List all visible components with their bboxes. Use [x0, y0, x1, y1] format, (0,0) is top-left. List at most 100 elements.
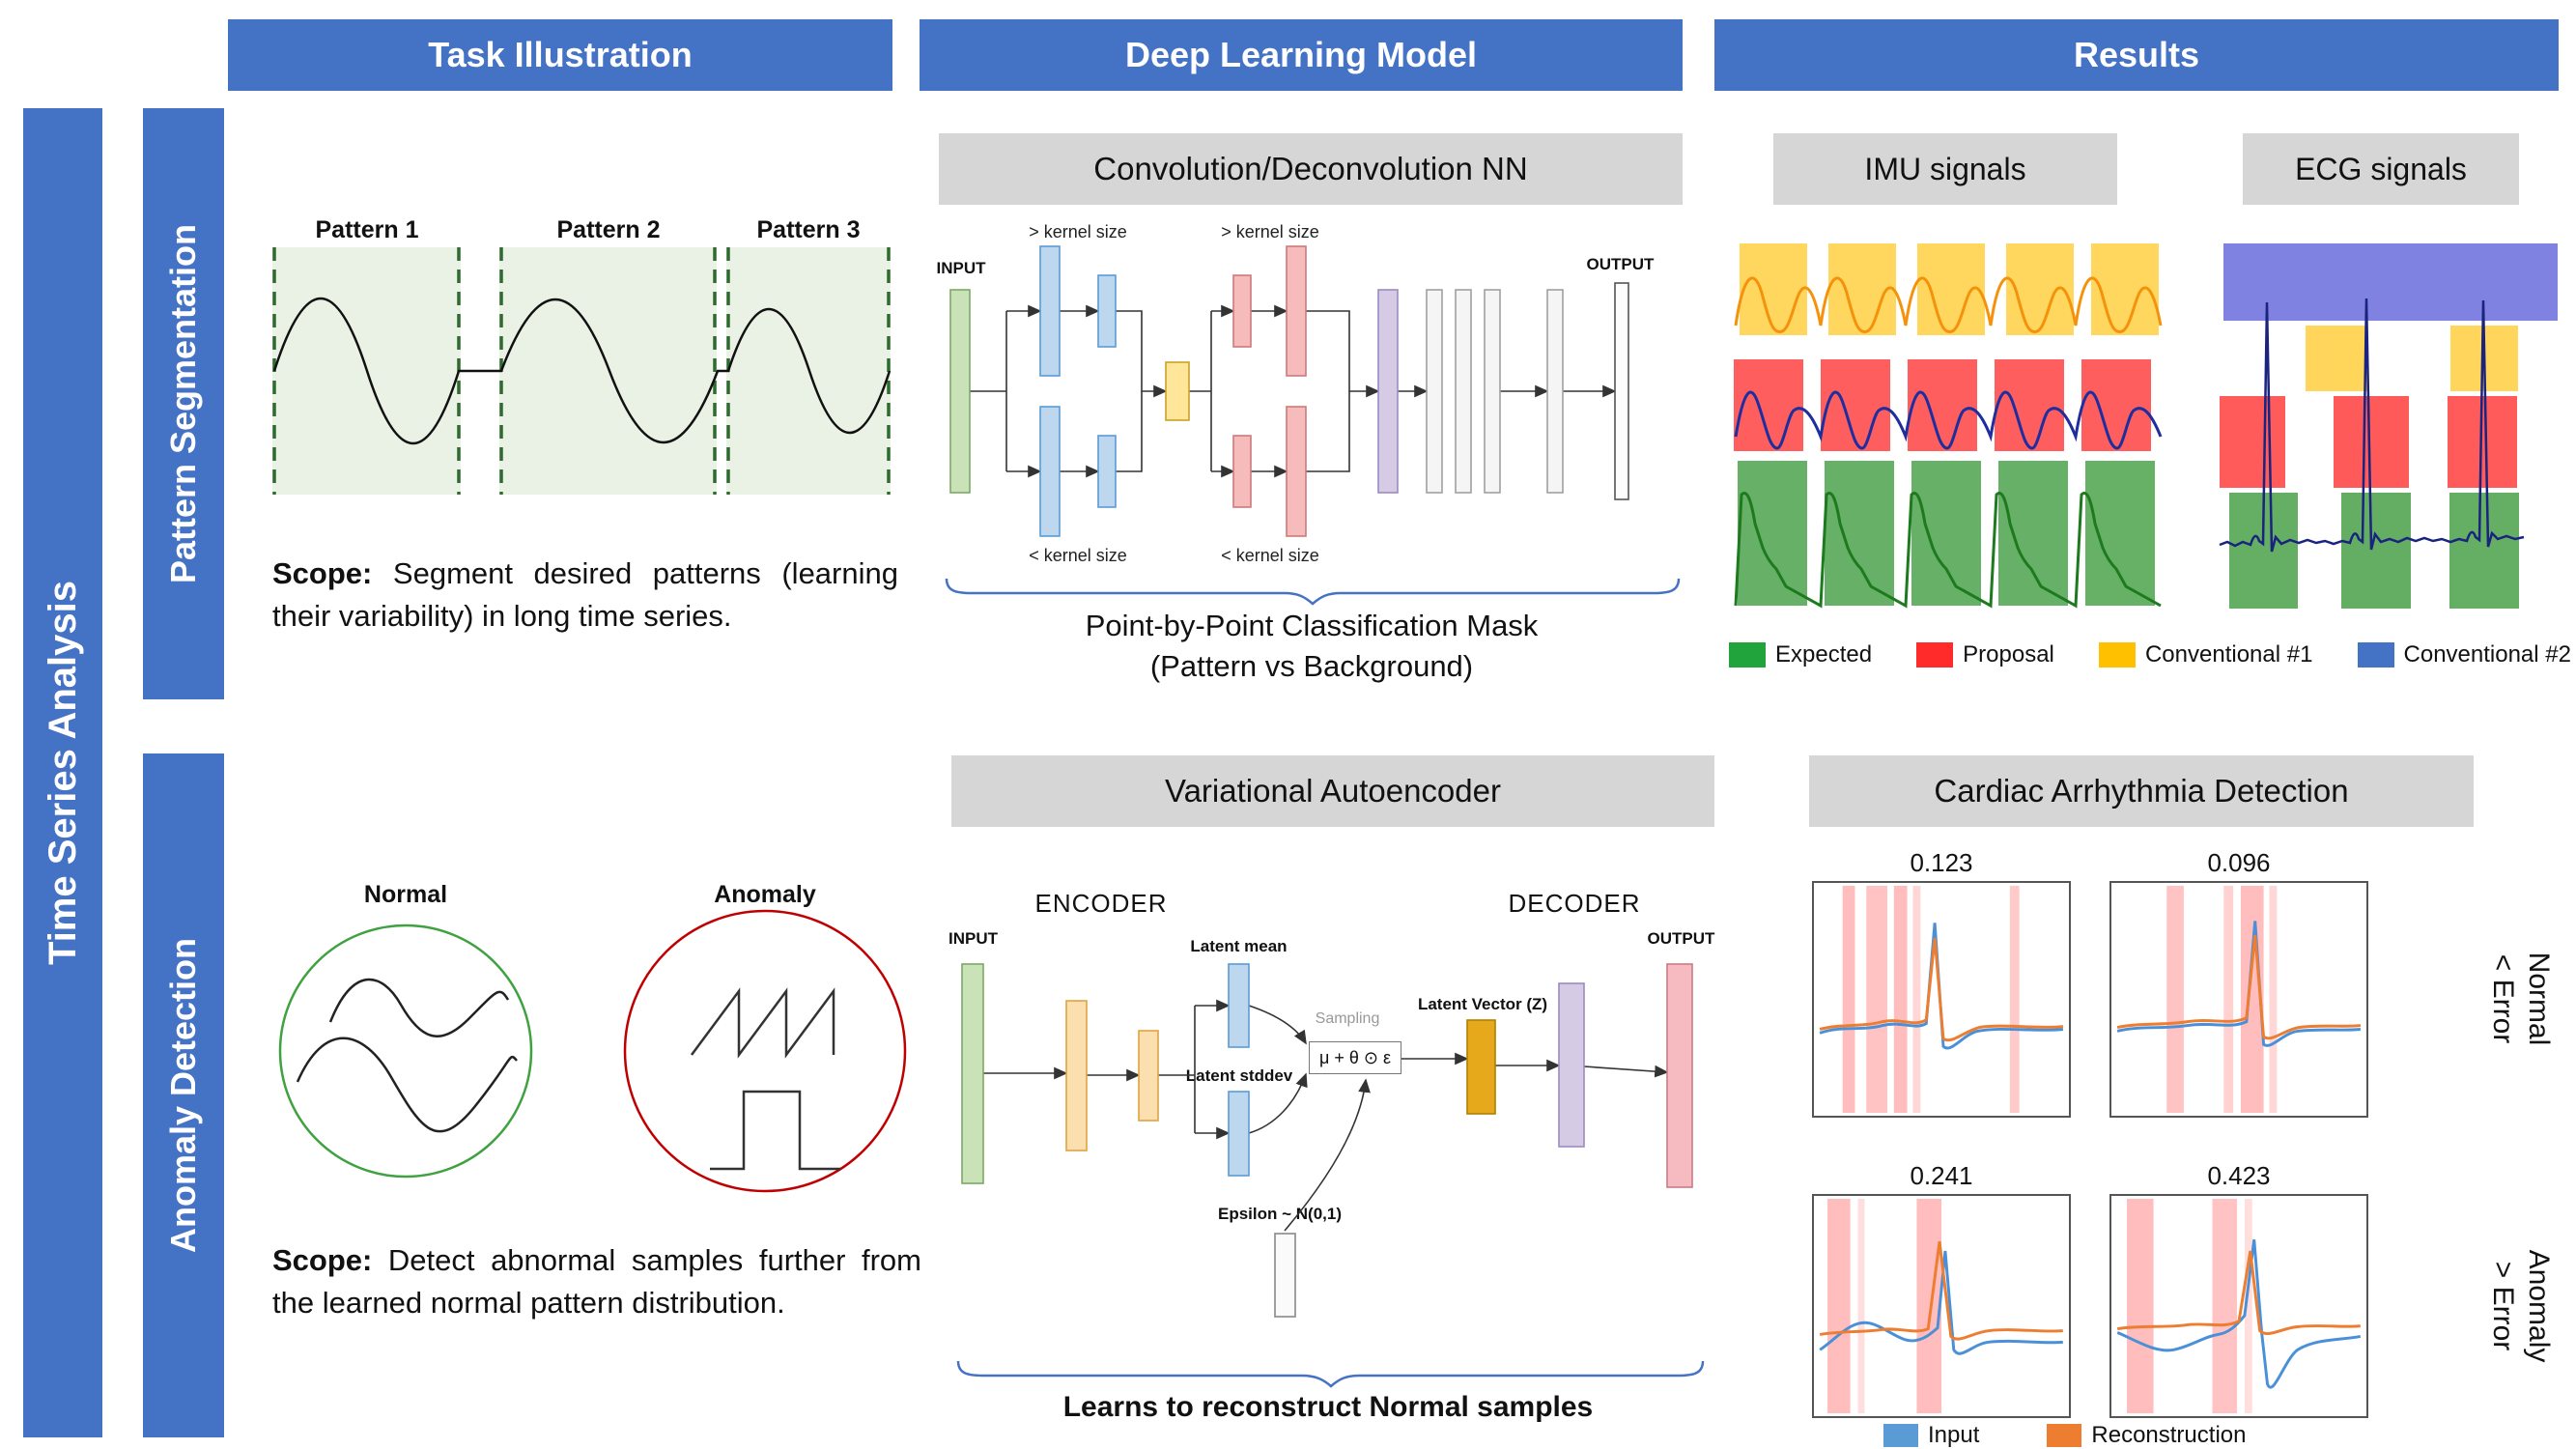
- column-header-task-illustration: Task Illustration: [228, 19, 892, 91]
- imu-signals-title: IMU signals: [1773, 133, 2117, 205]
- vae-output-label: OUTPUT: [1647, 929, 1715, 948]
- model-title-conv-deconv: Convolution/Deconvolution NN: [939, 133, 1683, 205]
- sampling-label: Sampling: [1315, 1010, 1380, 1027]
- legend-item-expected: Expected: [1729, 641, 1872, 668]
- nn-bottleneck-layer: [1165, 361, 1190, 421]
- legend-item-conventional2: Conventional #2: [2357, 641, 2571, 668]
- imu-green-signal: [1734, 492, 2162, 609]
- legend-item-reconstruction: Reconstruction: [2047, 1422, 2246, 1449]
- proposal-swatch: [1916, 642, 1954, 668]
- scope-anomaly-detection: Scope: Detect abnormal samples further f…: [272, 1239, 921, 1324]
- expected-label: Expected: [1775, 641, 1873, 668]
- imu-proposal-mask: [1734, 359, 2151, 451]
- proposal-label: Proposal: [1963, 641, 2054, 668]
- scope2-text: Detect abnormal samples further from the…: [272, 1243, 921, 1321]
- vae-latent-stddev-layer: [1228, 1091, 1250, 1177]
- anomaly-bands: [2127, 1198, 2252, 1414]
- anomaly-circle: [623, 909, 907, 1193]
- nn-caption-line2: (Pattern vs Background): [1149, 649, 1474, 683]
- conventional1-label: Conventional #1: [2144, 641, 2313, 668]
- kernel-size-lt-right: < kernel size: [1221, 546, 1319, 565]
- normal-annotation-line2: < Error: [2487, 953, 2519, 1044]
- nn-caption-brace: [945, 578, 1681, 606]
- conventional1-swatch: [2098, 642, 2136, 668]
- anomaly-sawtooth: [690, 987, 835, 1059]
- reconstruction-legend: Input Reconstruction: [1883, 1422, 2246, 1449]
- row-header-anomaly-detection: Anomaly Detection: [143, 753, 224, 1437]
- nn-input-layer: [949, 289, 971, 494]
- ecg-proposal-mask: [2220, 396, 2517, 488]
- vae-output-layer: [1666, 963, 1693, 1188]
- legend-item-conventional1: Conventional #1: [2098, 641, 2313, 668]
- normal-annotation-line1: Normal: [2523, 952, 2556, 1046]
- imu-orange-signal: [1734, 276, 2163, 333]
- reconstruction-trace: [1819, 937, 2064, 1042]
- pattern-segmentation-illustration: [272, 247, 892, 495]
- reparameterization-formula: μ + θ ⊙ ε: [1309, 1041, 1401, 1074]
- scope-pattern-segmentation: Scope: Segment desired patterns (learnin…: [272, 553, 898, 638]
- cardiac-plot-normal-1: [1812, 881, 2071, 1118]
- epsilon-label: Epsilon ~ N(0,1): [1218, 1205, 1342, 1223]
- nn-connections: [970, 304, 1617, 478]
- normal-label: Normal: [363, 881, 448, 908]
- imu-blue-signal: [1734, 390, 2163, 450]
- conventional2-swatch: [2357, 642, 2394, 668]
- anomaly-bands: [1842, 885, 2020, 1114]
- pattern1-label: Pattern 1: [315, 216, 419, 243]
- anomaly-annotation-line1: Anomaly: [2523, 1249, 2556, 1363]
- segmentation-legend: Expected Proposal Conventional #1 Conven…: [1729, 641, 2571, 668]
- pattern2-box: [499, 247, 717, 495]
- reconstruction-trace: [2116, 1250, 2361, 1336]
- conventional2-label: Conventional #2: [2403, 641, 2571, 668]
- row-header-pattern-segmentation: Pattern Segmentation: [143, 108, 224, 699]
- vae-latent-vector-layer: [1466, 1019, 1496, 1115]
- ecg-conventional1-mask: [2306, 326, 2518, 391]
- kernel-size-gt-left: > kernel size: [1029, 222, 1127, 242]
- reconstruction-swatch: [2047, 1424, 2082, 1447]
- ecg-signals-plot: [2219, 243, 2558, 609]
- nn-merge-layer: [1377, 289, 1399, 494]
- kernel-size-lt-left: < kernel size: [1029, 546, 1127, 565]
- anomaly-label: Anomaly: [714, 881, 816, 908]
- cardiac-results-title: Cardiac Arrhythmia Detection: [1809, 755, 2474, 827]
- ecg-conventional2-mask: [2223, 243, 2558, 321]
- cardiac-plot-normal-2: [2109, 881, 2368, 1118]
- anomaly-bands: [1827, 1198, 1941, 1414]
- imu-expected-mask: [1738, 461, 2155, 606]
- column-header-deep-learning-model: Deep Learning Model: [920, 19, 1683, 91]
- normal-wave-2: [296, 1037, 518, 1133]
- vae-encoder-layer1: [1065, 1000, 1088, 1151]
- pattern2-label: Pattern 2: [556, 216, 661, 243]
- legend-item-proposal: Proposal: [1916, 641, 2054, 668]
- normal-circle: [278, 923, 533, 1179]
- vae-caption: Learns to reconstruct Normal samples: [1062, 1391, 1594, 1423]
- latent-stddev-label: Latent stddev: [1185, 1066, 1293, 1085]
- scope1-text: Segment desired patterns (learning their…: [272, 556, 898, 634]
- vae-caption-brace: [956, 1360, 1705, 1388]
- vae-epsilon-layer: [1274, 1233, 1296, 1318]
- kernel-size-gt-right: > kernel size: [1221, 222, 1319, 242]
- error-value-1: 0.123: [1910, 848, 1973, 877]
- expected-swatch: [1729, 642, 1766, 668]
- nn-deconv-layer: [1232, 274, 1252, 348]
- cardiac-plot-anomaly-1: [1812, 1194, 2071, 1418]
- legend-item-input: Input: [1883, 1422, 1979, 1449]
- decoder-label: DECODER: [1508, 889, 1641, 918]
- vae-layers: [961, 963, 1693, 1318]
- conv-deconv-diagram: [949, 245, 1629, 537]
- imu-signals-plot: [1734, 243, 2163, 609]
- anomaly-error-annotation: Anomaly > Error: [2477, 1180, 2564, 1432]
- error-value-3: 0.241: [1910, 1161, 1973, 1190]
- nn-output-layer: [1614, 282, 1629, 500]
- time-series-wave: [272, 297, 892, 445]
- input-label: Input: [1928, 1422, 1980, 1448]
- scope1-label: Scope:: [272, 556, 373, 590]
- error-value-4: 0.423: [2207, 1161, 2271, 1190]
- vae-diagram: [961, 963, 1693, 1318]
- reconstruction-trace: [2116, 934, 2362, 1040]
- ecg-signals-title: ECG signals: [2243, 133, 2519, 205]
- nn-layers: [949, 245, 1629, 537]
- normal-anomaly-illustration: [278, 909, 907, 1193]
- nn-output-label: OUTPUT: [1586, 255, 1655, 273]
- vae-latent-mean-layer: [1228, 963, 1250, 1048]
